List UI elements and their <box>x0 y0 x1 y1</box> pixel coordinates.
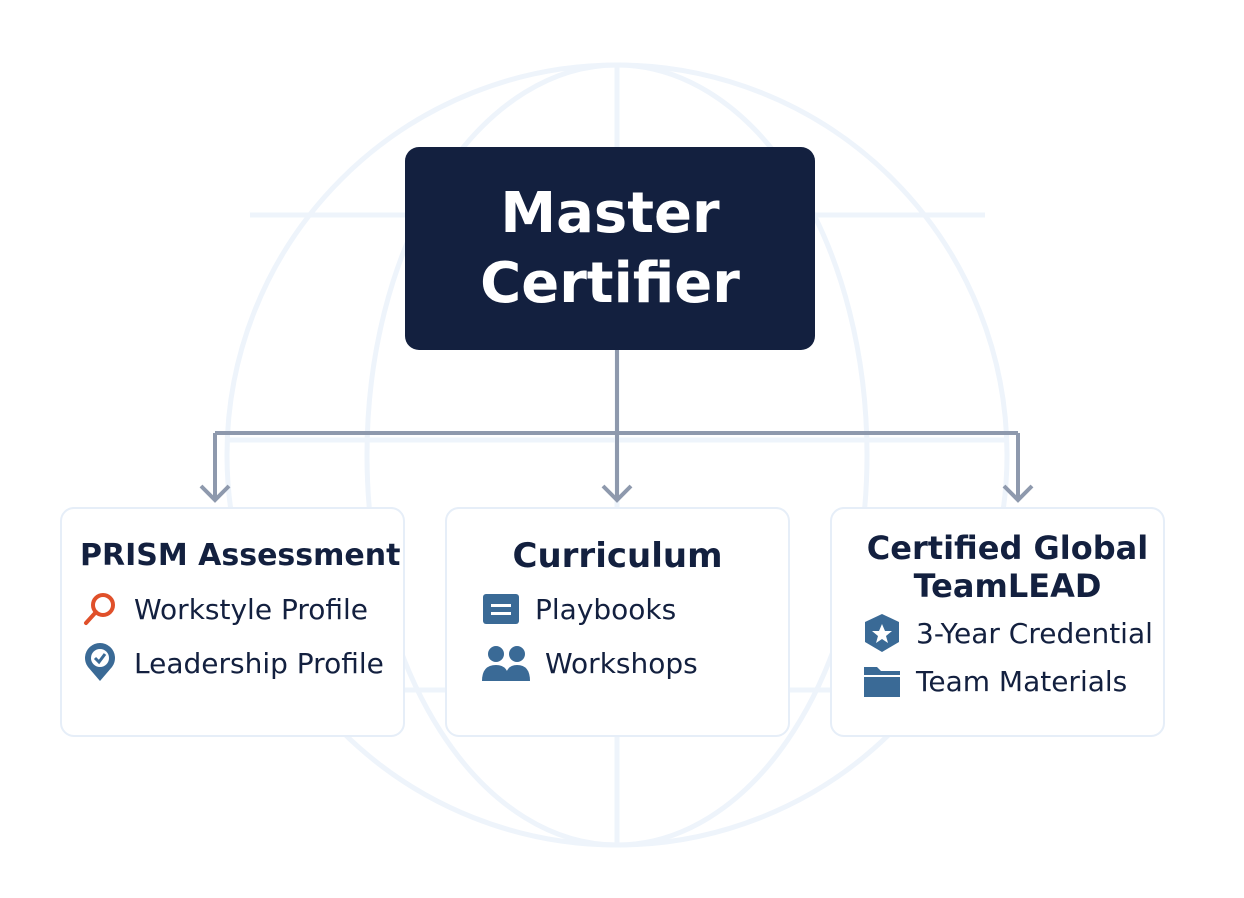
arrow-center <box>601 484 633 503</box>
item-label: Workstyle Profile <box>134 592 369 626</box>
arrow-right <box>1002 484 1034 503</box>
item-label: Workshops <box>545 646 698 680</box>
card-prism-assessment: PRISM Assessment Workstyle Profile Leade… <box>60 507 405 737</box>
list-item: 3-Year Credential <box>862 613 1163 653</box>
list-item: Workshops <box>481 643 788 683</box>
list-item: Workstyle Profile <box>80 589 403 629</box>
item-label: Team Materials <box>916 664 1128 698</box>
card-title: Curriculum <box>512 536 723 576</box>
item-label: Leadership Profile <box>134 646 384 680</box>
list-item: Playbooks <box>481 589 788 629</box>
master-title-line1: Master <box>500 180 720 246</box>
people-icon <box>481 643 531 683</box>
card-title-line1: Certified Global <box>866 529 1149 567</box>
list-item: Team Materials <box>862 661 1163 701</box>
magnifier-icon <box>80 589 120 629</box>
item-label: Playbooks <box>535 592 677 626</box>
location-check-icon <box>80 643 120 683</box>
card-title-line2: TeamLEAD <box>913 567 1102 605</box>
item-label: 3-Year Credential <box>916 616 1153 650</box>
card-title: PRISM Assessment <box>80 538 401 573</box>
card-curriculum: Curriculum Playbooks Workshops <box>445 507 790 737</box>
list-item: Leadership Profile <box>80 643 403 683</box>
shield-star-icon <box>862 613 902 653</box>
connectors <box>199 350 1034 503</box>
folder-icon <box>862 661 902 701</box>
document-icon <box>481 589 521 629</box>
master-title-line2: Certifier <box>480 250 740 316</box>
arrow-left <box>199 484 231 503</box>
